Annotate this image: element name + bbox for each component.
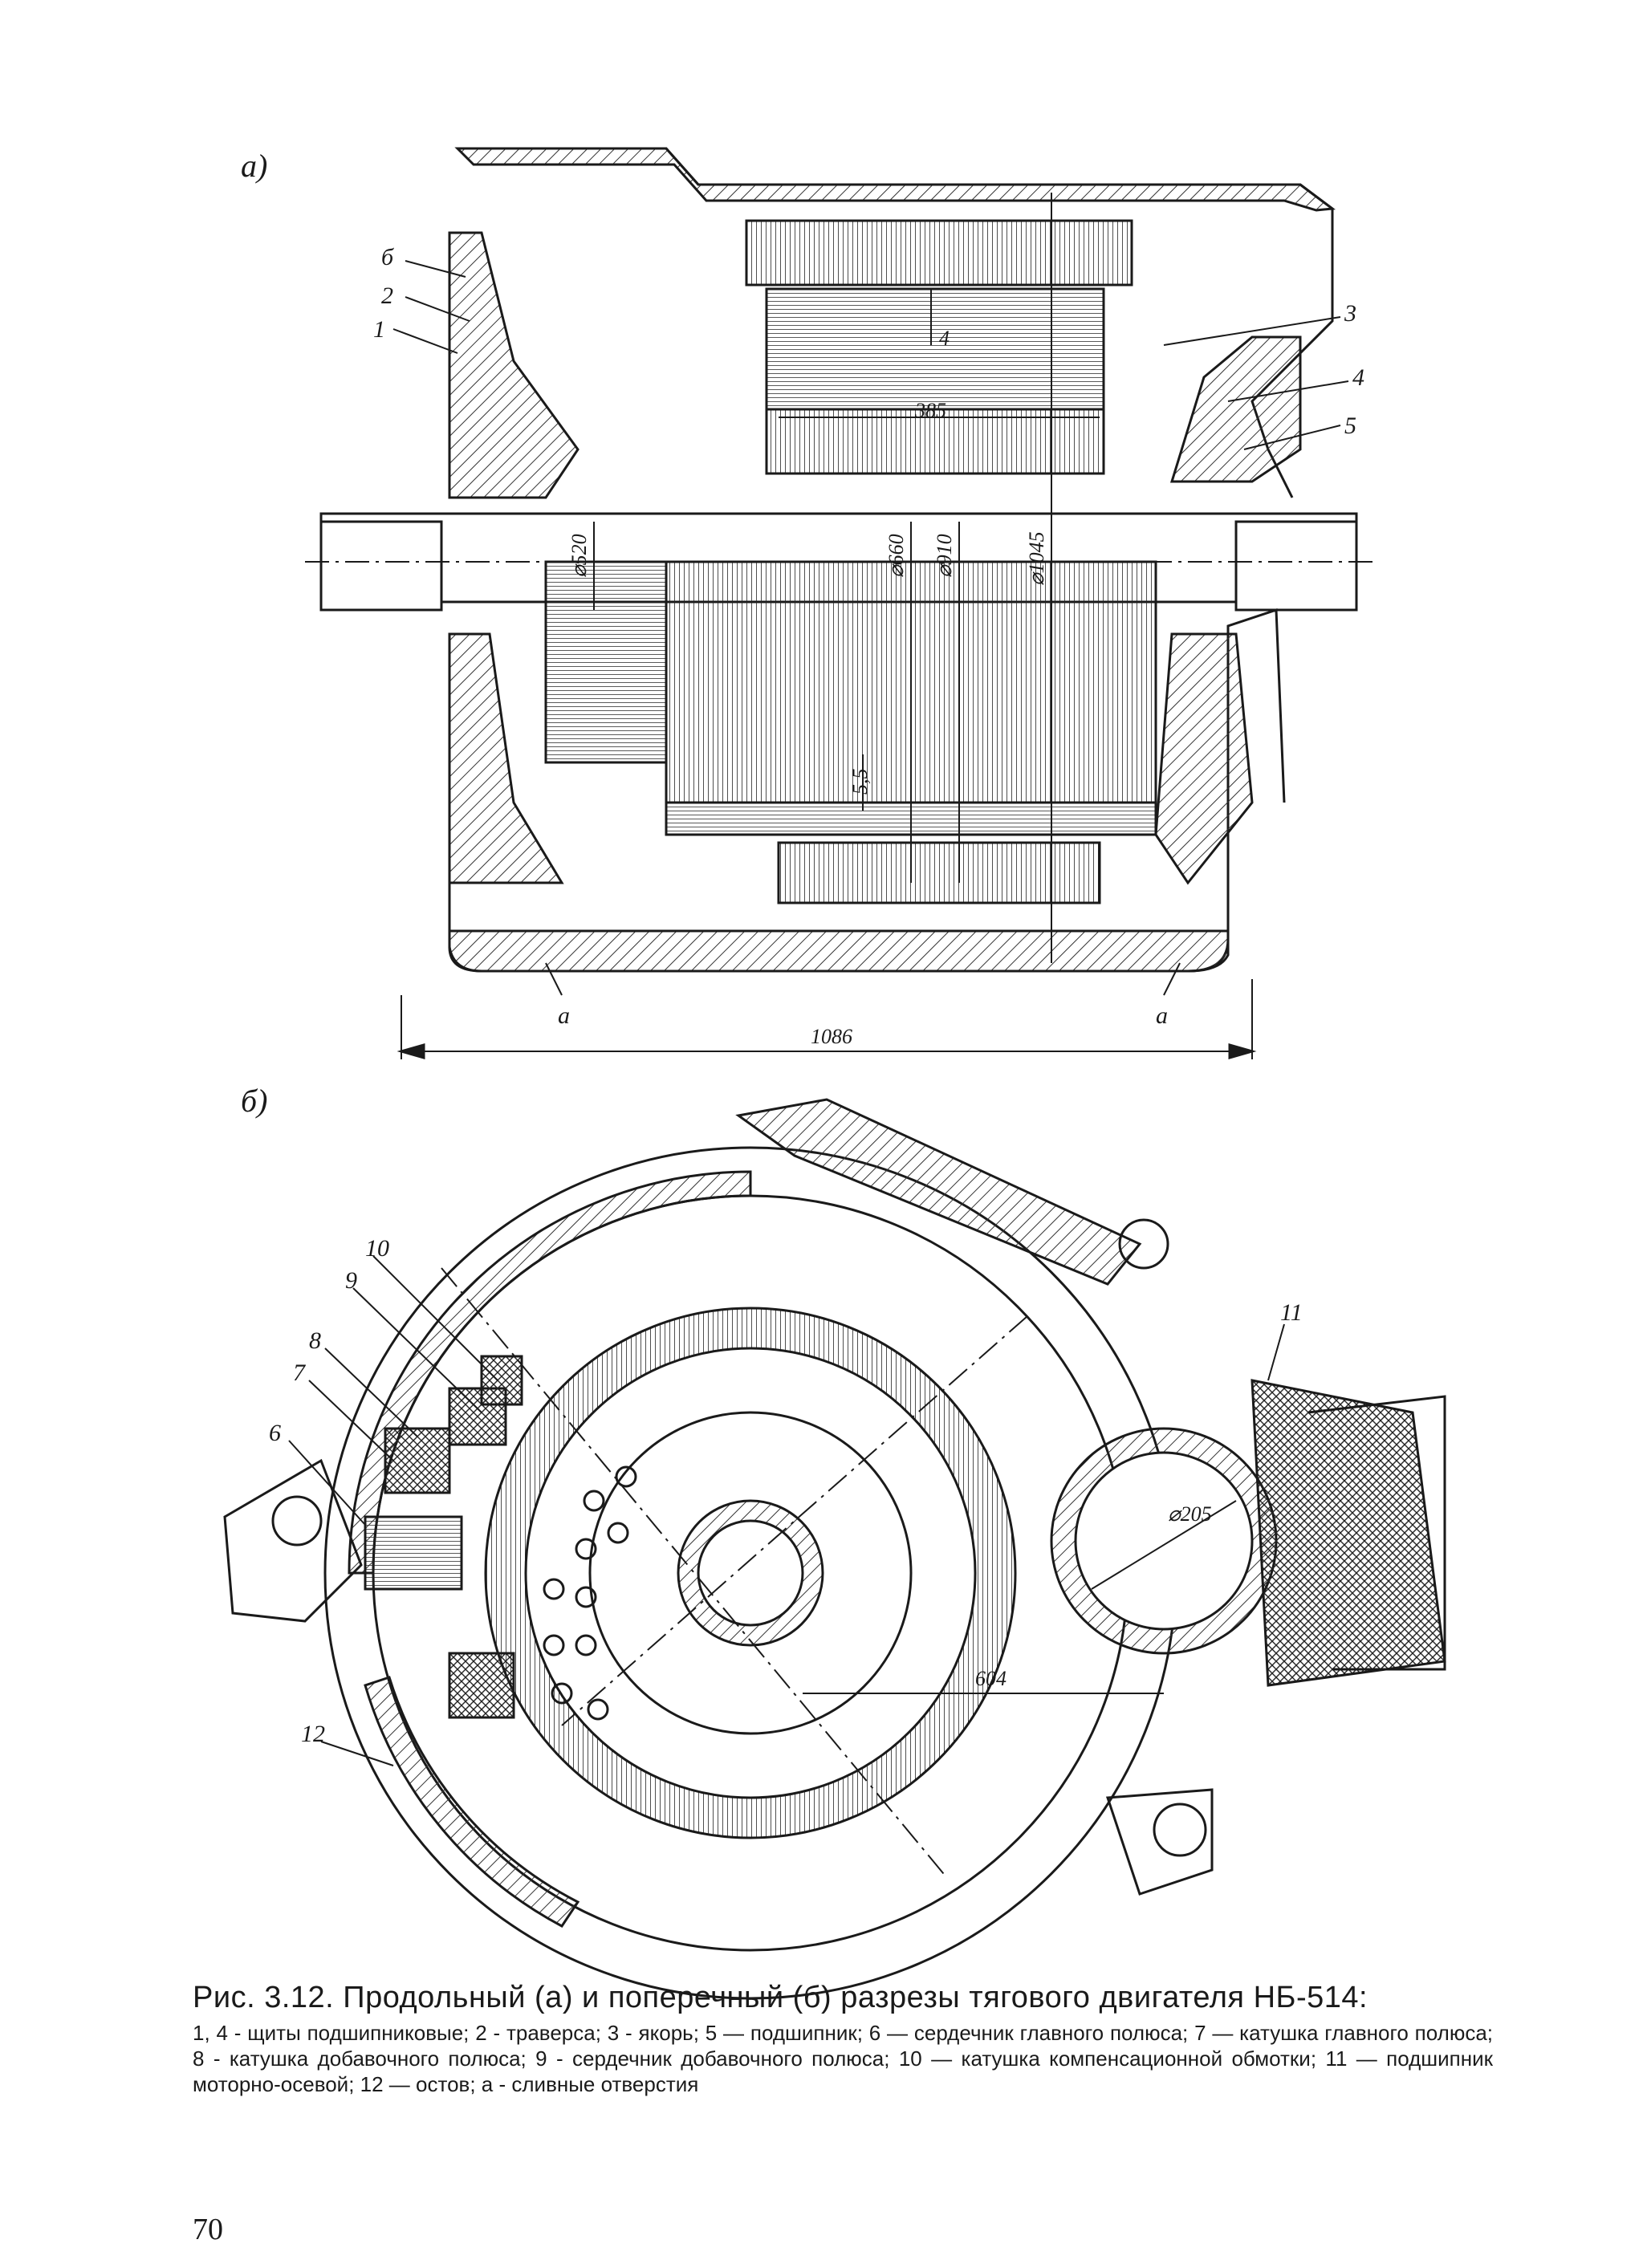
shaft-end-right	[1234, 520, 1358, 612]
armature-ring	[588, 1411, 913, 1735]
callout-10: 10	[365, 1235, 389, 1262]
panel-label-a: а)	[241, 148, 267, 184]
dim-d910: ⌀910	[933, 534, 956, 578]
main-pole-core-upper	[765, 287, 1105, 411]
callout-9: 9	[345, 1267, 357, 1294]
bearing-shield-right	[1169, 335, 1302, 483]
commutator	[544, 560, 668, 764]
dim-core-length: 385	[914, 399, 946, 422]
callout-4: 4	[1352, 364, 1364, 391]
dim-axle-bore: ⌀205	[1168, 1502, 1212, 1526]
callout-b: б	[381, 244, 394, 270]
frame-wall-hatch-2	[364, 1676, 580, 1928]
ventilation-holes	[543, 1465, 637, 1721]
frame-upper-hatch	[454, 147, 1336, 212]
motor-axle-bearing-cap	[1250, 1379, 1446, 1687]
main-pole-coil-lower	[777, 841, 1101, 904]
callout-5: 5	[1344, 413, 1356, 439]
panel-label-b: б)	[241, 1083, 267, 1119]
cross-section	[223, 1098, 1446, 2000]
dim-center-distance: 604	[975, 1667, 1007, 1690]
callout-7: 7	[293, 1360, 307, 1386]
shaft-end-left	[319, 520, 443, 612]
dim-d520: ⌀520	[567, 534, 591, 578]
figure-caption: Рис. 3.12. Продольный (а) и поперечный (…	[193, 1981, 1493, 2097]
longitudinal-section	[305, 147, 1372, 1059]
comp-winding-cs	[480, 1355, 523, 1406]
callout-6: 6	[269, 1420, 281, 1446]
drain-hole-left-label: а	[558, 1002, 570, 1029]
lubricator	[1307, 1395, 1446, 1671]
armature-upper-winding	[765, 408, 1105, 475]
nose-lug-left	[223, 1458, 363, 1623]
bearing-shield-left	[448, 231, 580, 499]
axle-bore	[1074, 1451, 1254, 1631]
callout-8: 8	[309, 1327, 321, 1354]
main-pole-coil-cs	[384, 1427, 451, 1494]
dim-d660: ⌀660	[885, 534, 908, 578]
lower-coil-cs	[448, 1652, 515, 1719]
dim-gap-bottom: 5,5	[848, 769, 872, 795]
drain-hole-right-label: а	[1156, 1002, 1168, 1029]
callout-11: 11	[1280, 1299, 1303, 1326]
dim-d1045: ⌀1045	[1025, 531, 1048, 586]
bearing-shield-left-lower	[448, 632, 564, 884]
callout-3: 3	[1344, 300, 1356, 327]
bearing-shield-right-lower	[1154, 632, 1254, 885]
frame-wall-hatch	[348, 1170, 752, 1575]
page-number: 70	[193, 2213, 223, 2246]
main-pole-core-cs	[364, 1515, 463, 1591]
caption-title: Рис. 3.12. Продольный (а) и поперечный (…	[193, 1981, 1368, 2014]
dim-air-gap: 4	[939, 327, 950, 350]
callout-1: 1	[373, 316, 385, 343]
callout-12: 12	[301, 1721, 325, 1747]
callout-2: 2	[381, 282, 393, 309]
frame-lower-hatch	[448, 929, 1230, 973]
dim-overall-length: 1086	[811, 1025, 852, 1048]
main-pole-coil-upper	[745, 219, 1133, 287]
caption-legend: 1, 4 - щиты подшипниковые; 2 - траверса;…	[193, 2021, 1493, 2096]
nose-lug-right	[1105, 1788, 1214, 1896]
suspension-bracket	[735, 1098, 1142, 1286]
